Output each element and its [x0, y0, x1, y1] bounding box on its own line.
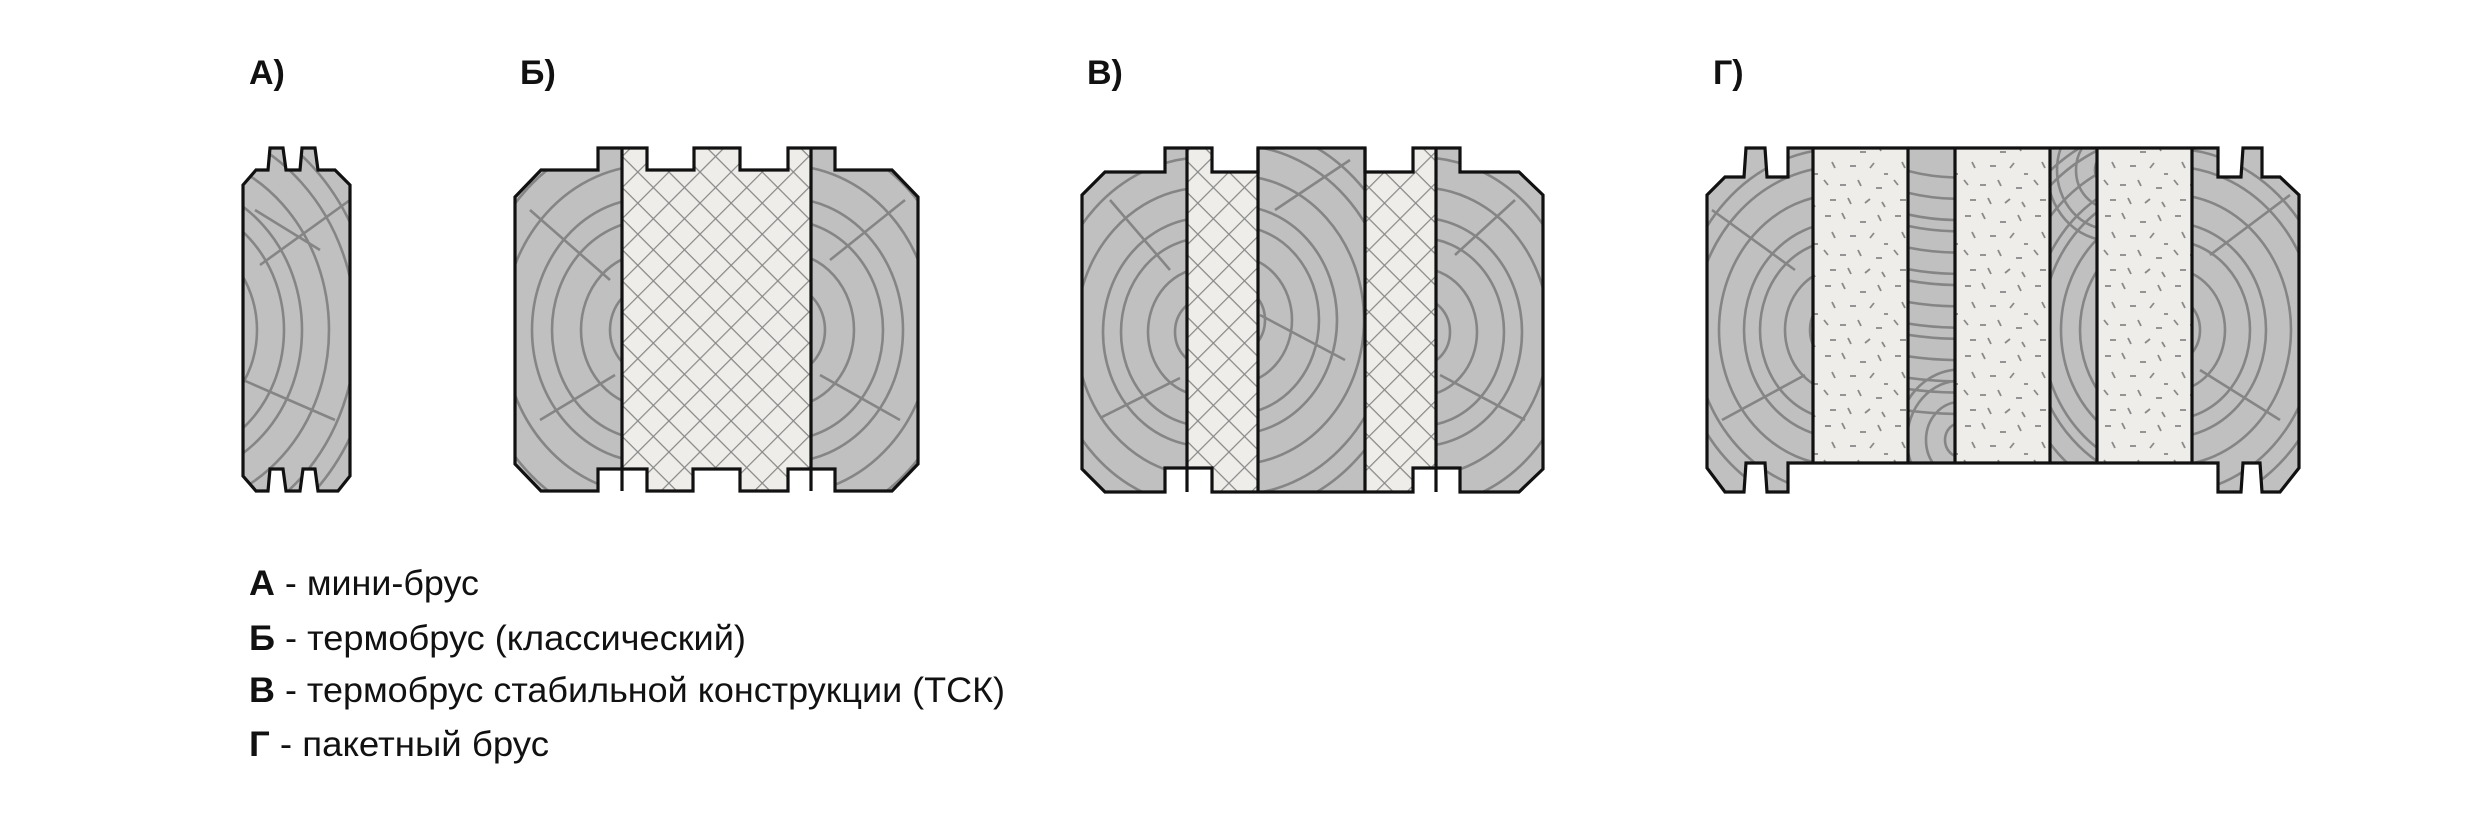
- figure-label-v: В): [1087, 54, 1123, 92]
- insulation-layer: [1365, 148, 1436, 492]
- growth-ring: [243, 201, 286, 459]
- growth-ring: [2192, 239, 2252, 421]
- growth-ring: [1943, 421, 1955, 459]
- growth-ring: [811, 283, 827, 377]
- growth-ring: [2074, 148, 2097, 210]
- growth-ring: [2192, 295, 2202, 365]
- profile-mini-beam: [110, 146, 352, 493]
- insulation-layer: [2097, 148, 2192, 492]
- growth-ring: [1742, 221, 1813, 439]
- growth-ring: [1717, 193, 1813, 467]
- growth-ring: [2192, 193, 2293, 467]
- growth-ring: [1258, 204, 1339, 436]
- legend-letter: Г: [249, 725, 270, 764]
- growth-ring: [110, 263, 230, 397]
- wood-grain: [811, 148, 918, 491]
- growth-ring: [1258, 254, 1294, 386]
- figure-label-g: Г): [1713, 54, 1744, 92]
- legend-text: - мини-брус: [275, 564, 479, 603]
- growth-ring: [1436, 266, 1479, 398]
- growth-ring: [243, 231, 259, 429]
- growth-ring: [811, 196, 905, 464]
- growth-ring: [811, 218, 885, 442]
- wood-grain: [2192, 148, 2299, 492]
- legend-letter: Б: [249, 619, 275, 658]
- legend-text: - пакетный брус: [270, 725, 549, 764]
- wood-grain: [1707, 148, 1813, 492]
- growth-ring: [1258, 285, 1267, 355]
- legend-item-v: В - термобрус стабильной конструкции (ТС…: [249, 671, 1005, 710]
- insulation-layer: [622, 148, 811, 491]
- wood-grain: [2050, 148, 2097, 492]
- growth-ring: [811, 251, 856, 409]
- figure-label-a: А): [249, 54, 285, 92]
- growth-ring: [1173, 297, 1187, 367]
- growth-ring: [1146, 266, 1187, 398]
- insulation-layer: [1813, 148, 1908, 492]
- growth-ring: [1436, 236, 1506, 428]
- growth-ring: [243, 180, 304, 480]
- legend-text: - термобрус стабильной конструкции (ТСК): [275, 671, 1005, 710]
- legend-letter: В: [249, 671, 275, 710]
- growth-ring: [550, 218, 622, 442]
- growth-ring: [1758, 239, 1813, 421]
- growth-ring: [2192, 221, 2268, 439]
- legend: А - мини-брус Б - термобрус (классически…: [249, 564, 1005, 764]
- growth-ring: [1101, 216, 1187, 448]
- legend-item-a: А - мини-брус: [249, 564, 479, 603]
- growth-ring: [2059, 206, 2097, 454]
- growth-ring: [2055, 148, 2097, 231]
- growth-ring: [608, 283, 622, 377]
- legend-text: - термобрус (классический): [275, 619, 746, 658]
- growth-ring: [243, 150, 331, 491]
- legend-item-b: Б - термобрус (классический): [249, 619, 746, 658]
- growth-ring: [1258, 224, 1321, 416]
- figure-label-b: Б): [520, 54, 556, 92]
- growth-ring: [243, 148, 350, 491]
- wood-grain: [110, 148, 350, 491]
- growth-ring: [1436, 297, 1452, 367]
- legend-letter: А: [249, 564, 275, 603]
- growth-ring: [1808, 295, 1813, 365]
- growth-ring: [1924, 400, 1955, 480]
- wood-grain: [1082, 148, 1187, 492]
- profile-thermo-beam-stable: [1080, 146, 1545, 494]
- legend-item-g: Г - пакетный брус: [249, 725, 549, 764]
- profile-thermo-beam-classic: [513, 146, 920, 493]
- growth-ring: [530, 196, 622, 464]
- wood-grain: [515, 148, 622, 491]
- insulation-layer: [1955, 148, 2050, 492]
- growth-ring: [2192, 267, 2227, 393]
- wood-grain: [1436, 148, 1543, 492]
- growth-ring: [1119, 236, 1187, 428]
- growth-ring: [243, 148, 350, 491]
- growth-ring: [1783, 267, 1813, 393]
- growth-ring: [2078, 227, 2097, 433]
- growth-ring: [2093, 151, 2097, 189]
- growth-ring: [579, 251, 622, 409]
- profile-package-beam: [1705, 146, 2301, 494]
- growth-ring: [1436, 216, 1524, 448]
- insulation-layer: [1187, 148, 1258, 492]
- wood-grain: [1908, 148, 1955, 492]
